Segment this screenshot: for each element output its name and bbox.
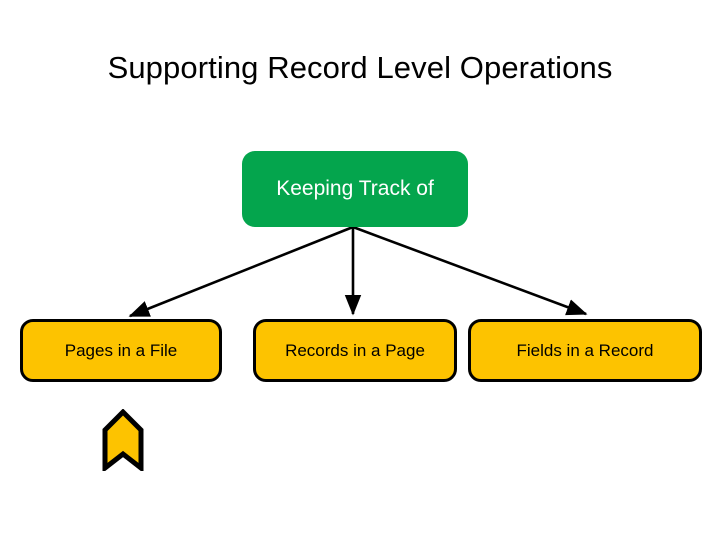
diagram-node-label: Pages in a File	[64, 340, 178, 360]
page-title: Supporting Record Level Operations	[107, 50, 613, 85]
diagram-node-label: Fields in a Record	[516, 340, 654, 360]
diagram-node-label: Keeping Track of	[276, 177, 434, 200]
diagram-node-keeping-track-of[interactable]: Keeping Track of	[242, 151, 468, 227]
diagram-node-records-in-a-page[interactable]: Records in a Page	[253, 319, 457, 382]
diagram-node-label: Records in a Page	[285, 340, 425, 360]
diagram-node-fields-in-a-record[interactable]: Fields in a Record	[468, 319, 702, 382]
connector-root-to-pages-in-a-file	[128, 225, 354, 318]
up-arrow-icon[interactable]	[102, 409, 144, 471]
connector-root-to-fields-in-a-record	[352, 225, 588, 316]
diagram-node-pages-in-a-file[interactable]: Pages in a File	[20, 319, 222, 382]
